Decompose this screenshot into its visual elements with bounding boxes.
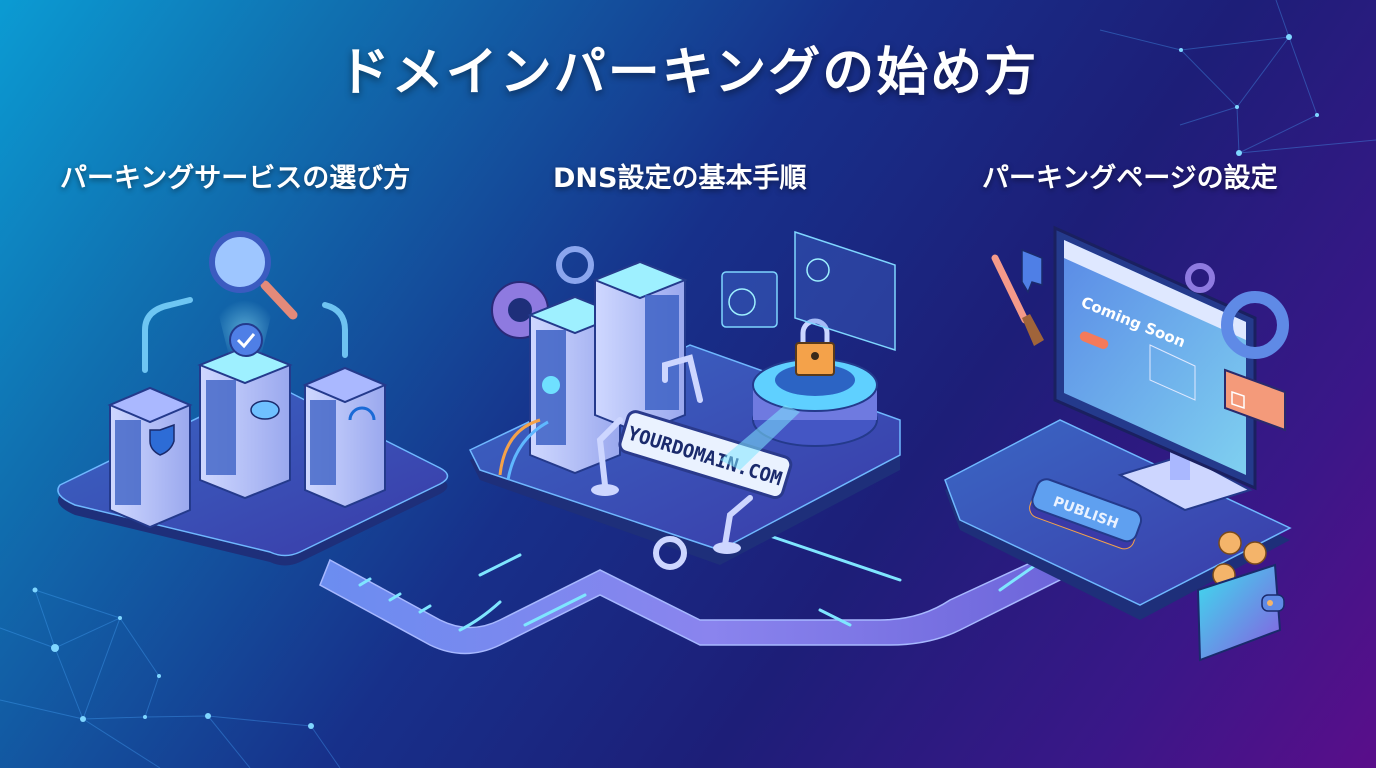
page-title: ドメインパーキングの始め方 [337,43,1039,103]
shield-icon [149,423,175,456]
cloud-dollar-icon [250,400,280,420]
browser-panel-icon [794,230,896,352]
wallet-icon [1196,563,1285,662]
check-icon [229,323,263,357]
coin-icon [1218,531,1242,555]
publish-button: PUBLISH [1029,478,1143,550]
gear-icon [1221,291,1289,359]
server-icon [302,366,388,509]
section-title-dns-setup: DNS設定の基本手順 [553,163,807,194]
server-icon [197,345,293,500]
arrow-icon [142,297,348,373]
megaphone-icon [1224,368,1286,432]
section-title-choose-service: パーキングサービスの選び方 [60,163,411,194]
gear-icon [653,536,687,570]
section-title-parking-page: パーキングページの設定 [982,163,1278,194]
speedometer-icon [348,406,376,421]
lock-icon [795,318,835,376]
security-cylinder [752,358,878,447]
magnifier-icon [209,231,298,320]
gear-icon [1185,263,1215,293]
monitor-icon: Coming Soon [1053,225,1257,512]
server-icon [592,260,688,435]
globe-icon [721,271,778,328]
gear-icon [556,246,594,284]
coin-icon [1243,541,1267,565]
server-icon [107,386,193,529]
paintbrush-icon [991,254,1044,346]
robot-arm-icon [596,354,753,548]
